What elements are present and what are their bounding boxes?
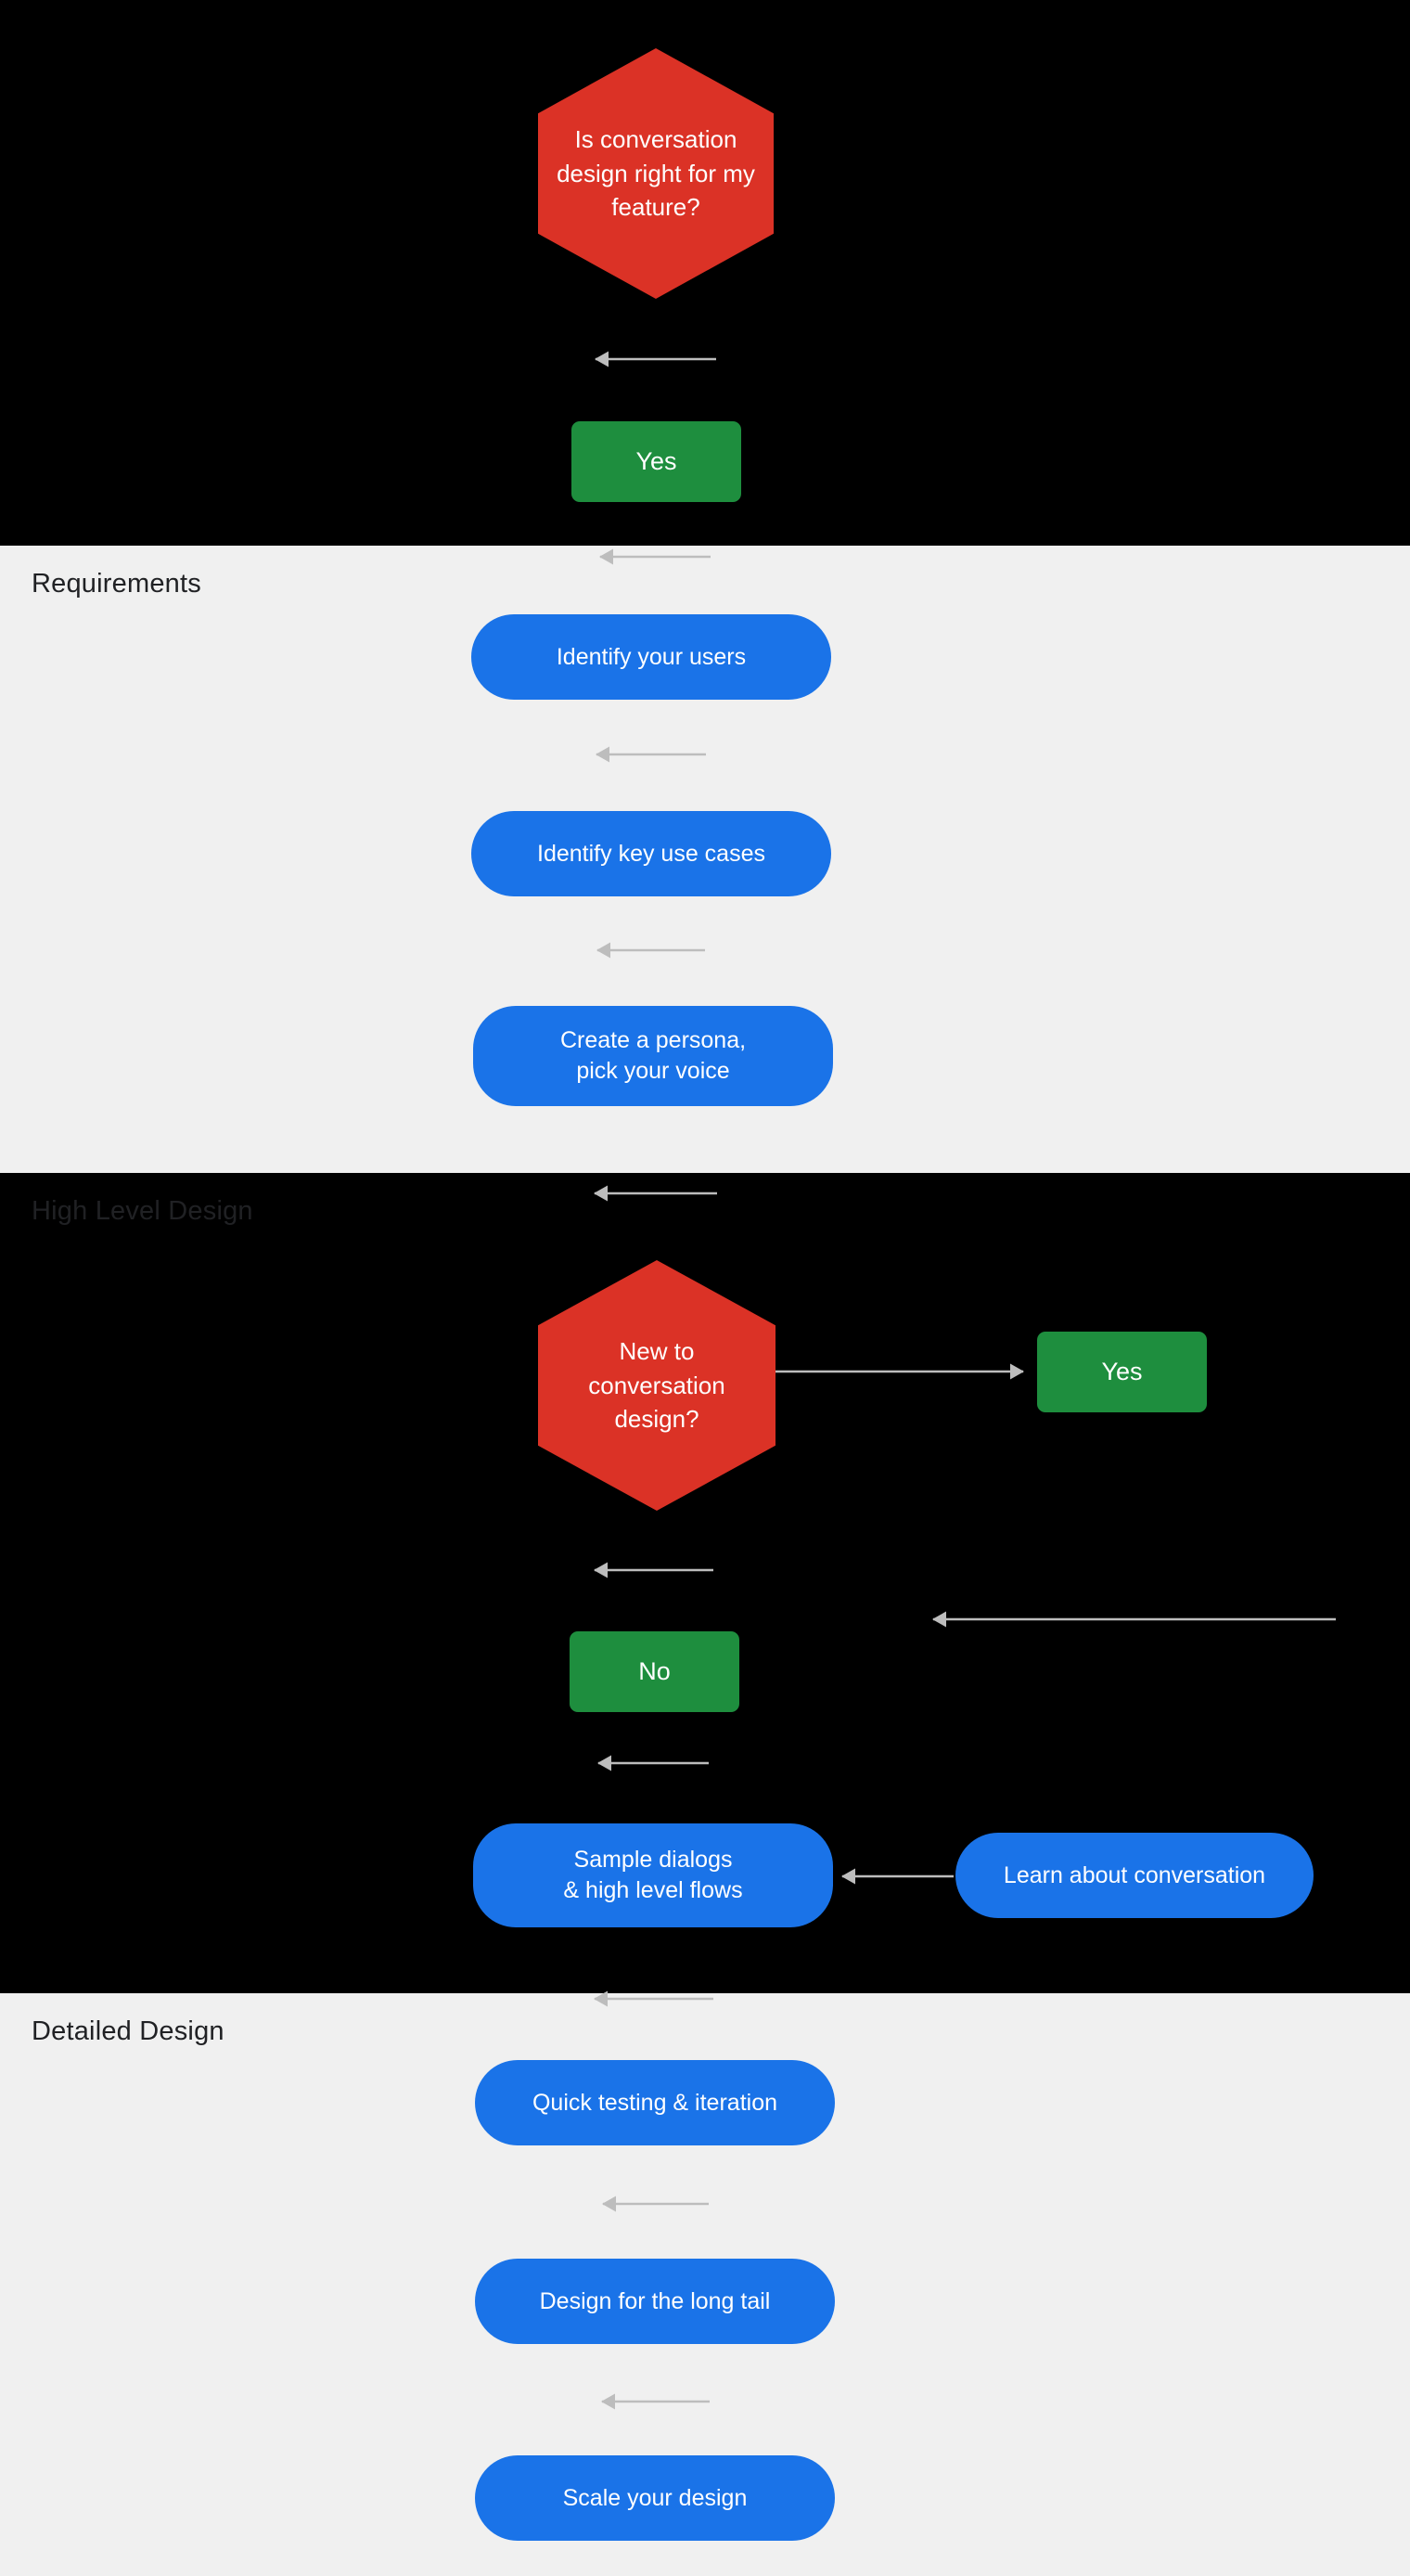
step-design-for-long-tail[interactable]: Design for the long tail — [475, 2259, 835, 2344]
step-learn-about-conversation-label: Learn about conversation — [1003, 1861, 1266, 1888]
answer-yes-2-label: Yes — [1101, 1358, 1143, 1386]
step-quick-testing-iteration-label: Quick testing & iteration — [532, 2089, 777, 2116]
step-identify-your-users-label: Identify your users — [556, 643, 747, 670]
step-design-for-long-tail-label: Design for the long tail — [539, 2287, 771, 2314]
step-sample-dialogs-label-line2: & high level flows — [563, 1877, 743, 1903]
step-create-a-persona[interactable]: Create a persona, pick your voice — [473, 1006, 833, 1106]
decision-is-conversation-design-right[interactable]: Is conversation design right for my feat… — [538, 48, 774, 299]
step-identify-key-use-cases-label: Identify key use cases — [537, 840, 765, 867]
answer-no[interactable]: No — [570, 1631, 739, 1712]
decision-new-to-conversation-design[interactable]: New to conversation design? — [538, 1260, 776, 1511]
answer-yes-2[interactable]: Yes — [1037, 1332, 1207, 1412]
decision-q2-label: New to conversation design? — [588, 1336, 725, 1434]
step-quick-testing-iteration[interactable]: Quick testing & iteration — [475, 2060, 835, 2145]
answer-yes-1-label: Yes — [635, 447, 677, 476]
step-identify-your-users[interactable]: Identify your users — [471, 614, 831, 700]
step-identify-key-use-cases[interactable]: Identify key use cases — [471, 811, 831, 896]
answer-no-label: No — [638, 1657, 671, 1686]
step-create-a-persona-label-line1: Create a persona, — [559, 1027, 747, 1053]
answer-yes-1[interactable]: Yes — [571, 421, 741, 502]
step-learn-about-conversation[interactable]: Learn about conversation — [955, 1833, 1314, 1918]
step-sample-dialogs-label-line1: Sample dialogs — [573, 1847, 733, 1873]
step-create-a-persona-label-line2: pick your voice — [576, 1058, 730, 1084]
section-label-high-level-design: High Level Design — [32, 1196, 253, 1226]
section-label-detailed-design: Detailed Design — [32, 2016, 224, 2046]
step-scale-your-design-label: Scale your design — [562, 2484, 748, 2511]
step-scale-your-design[interactable]: Scale your design — [475, 2455, 835, 2541]
decision-q1-label: Is conversation design right for my feat… — [557, 124, 755, 222]
section-label-requirements: Requirements — [32, 569, 201, 599]
step-sample-dialogs[interactable]: Sample dialogs & high level flows — [473, 1823, 833, 1927]
